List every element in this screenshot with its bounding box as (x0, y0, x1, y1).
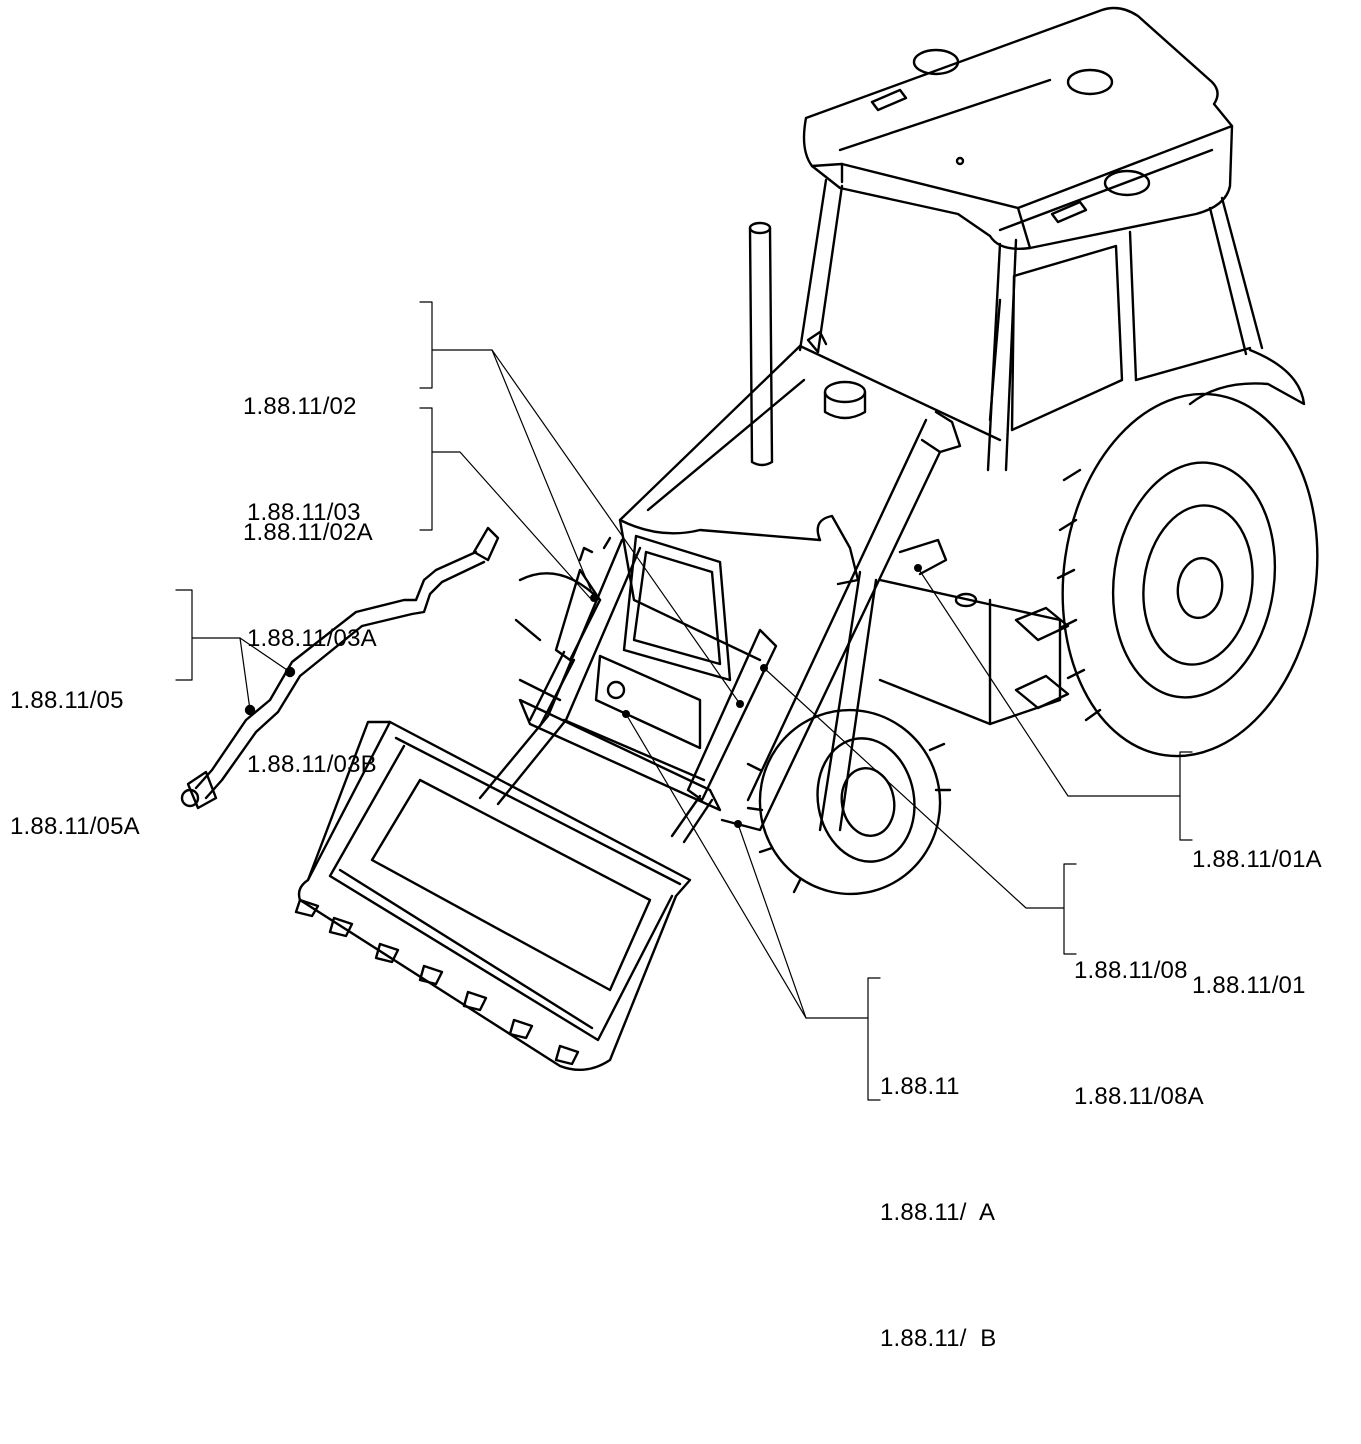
cab-roof (802, 6, 1234, 250)
callout-label: 1.88.11/08 (1074, 957, 1188, 984)
callout-label: 1.88.11/01A (1192, 846, 1322, 873)
callout-05: 1.88.11/05 1.88.11/05A (10, 596, 140, 932)
callout-label: 1.88.11/02 (243, 393, 357, 420)
exhaust-stack (748, 221, 774, 467)
leader-dots (590, 564, 922, 828)
loader-arms (478, 410, 962, 832)
chassis (878, 578, 1070, 726)
callout-label: 1.88.11/03A (247, 625, 377, 652)
front-wheel (514, 572, 952, 896)
parts-diagram: 1.88.11/02 1.88.11/02A 1.88.11/03 1.88.1… (10, 6, 1322, 1352)
callout-label: 1.88.11/ A (880, 1199, 996, 1226)
loader-bucket (294, 720, 692, 1072)
cab-frame (798, 178, 1306, 472)
callout-label: 1.88.11/05A (10, 813, 140, 840)
callout-label: 1.88.11/05 (10, 687, 124, 714)
callout-label: 1.88.11 (880, 1073, 960, 1100)
callout-02: 1.88.11/02 1.88.11/02A (243, 302, 373, 638)
callout-label: 1.88.11/ B (880, 1325, 997, 1352)
callout-03: 1.88.11/03 1.88.11/03A 1.88.11/03B (247, 408, 377, 870)
callout-01: 1.88.11/01A 1.88.11/01 (1192, 755, 1322, 1091)
callout-label: 1.88.11/03 (247, 499, 361, 526)
callout-label: 1.88.11/08A (1074, 1083, 1204, 1110)
leader-lines (175, 301, 1193, 1101)
rear-wheel (1056, 392, 1319, 758)
callout-label: 1.88.11/03B (247, 751, 377, 778)
engine-hood (594, 344, 1002, 750)
hydraulic-cylinders (528, 536, 778, 844)
callout-00: 1.88.11 1.88.11/ A 1.88.11/ B (880, 982, 997, 1444)
loader-illustration (175, 6, 1319, 1101)
callout-label: 1.88.11/01 (1192, 972, 1306, 999)
control-rod-part (180, 526, 500, 810)
callout-08: 1.88.11/08 1.88.11/08A (1074, 866, 1204, 1202)
callout-label: 1.88.11/02A (243, 519, 373, 546)
